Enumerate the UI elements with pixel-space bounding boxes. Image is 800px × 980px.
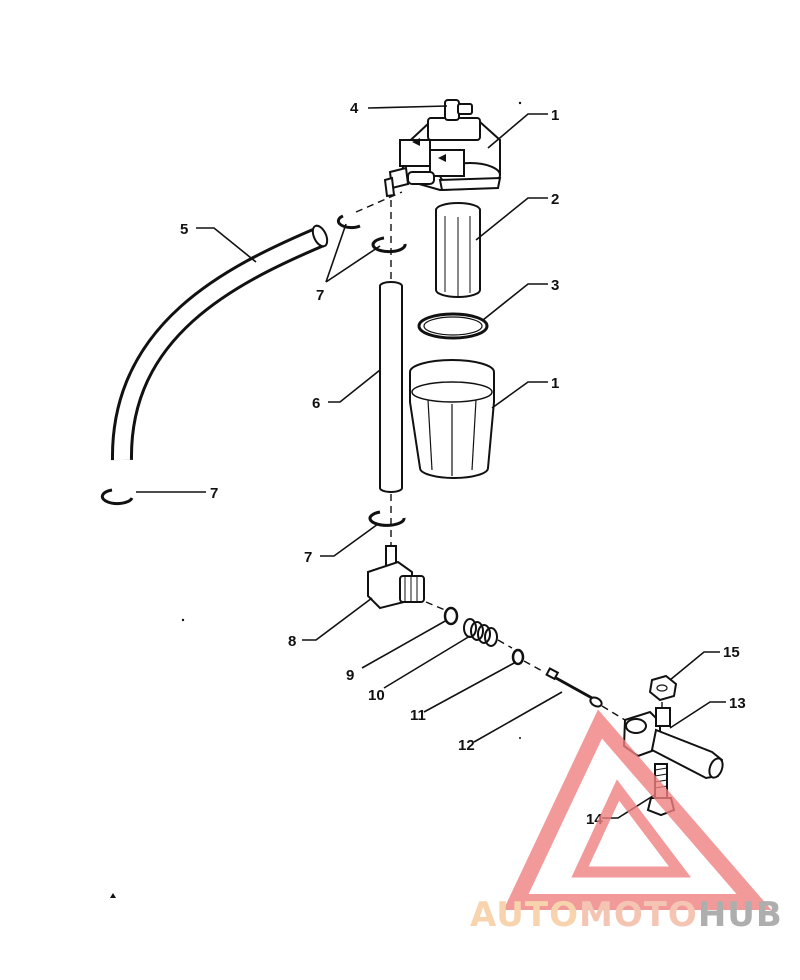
elbow-fitting-part <box>367 545 425 610</box>
callout-15: 15 <box>723 644 740 661</box>
callout-1-bowl: 1 <box>551 375 559 392</box>
callout-7-left: 7 <box>210 485 218 502</box>
washer-part <box>443 606 459 626</box>
callout-2: 2 <box>551 191 559 208</box>
callout-6: 6 <box>312 395 320 412</box>
callout-12: 12 <box>458 737 475 754</box>
fuel-tube-part <box>379 281 403 493</box>
callout-5: 5 <box>180 221 188 238</box>
filter-bowl-part <box>409 359 495 479</box>
filter-element-part <box>435 202 481 298</box>
callout-10: 10 <box>368 687 385 704</box>
seal-washer-part <box>511 648 525 666</box>
callout-7-top: 7 <box>316 287 324 304</box>
callout-8: 8 <box>288 633 296 650</box>
callout-9: 9 <box>346 667 354 684</box>
check-valve-part <box>545 667 603 708</box>
callout-1-head: 1 <box>551 107 559 124</box>
svg-text:AUTOMOTOHUB: AUTOMOTOHUB <box>470 895 783 935</box>
o-ring-part <box>417 312 489 340</box>
bleed-screw-part <box>444 99 473 121</box>
callout-3: 3 <box>551 277 559 294</box>
fuel-fitting-part <box>622 707 724 780</box>
watermark-logo: AUTOMOTOHUB <box>470 709 783 935</box>
callout-13: 13 <box>729 695 746 712</box>
filter-head-part <box>383 117 502 198</box>
nut-part <box>648 674 678 702</box>
callout-4: 4 <box>350 100 359 117</box>
spring-part <box>463 618 498 647</box>
triangle-logo-icon <box>503 709 772 910</box>
watermark-auto: AUTO <box>470 895 579 935</box>
callout-7-bottom: 7 <box>304 549 312 566</box>
watermark-moto: MOTO <box>579 895 698 935</box>
fuel-hose-part <box>110 224 329 461</box>
callout-11: 11 <box>410 707 426 724</box>
watermark-hub: HUB <box>698 895 783 935</box>
